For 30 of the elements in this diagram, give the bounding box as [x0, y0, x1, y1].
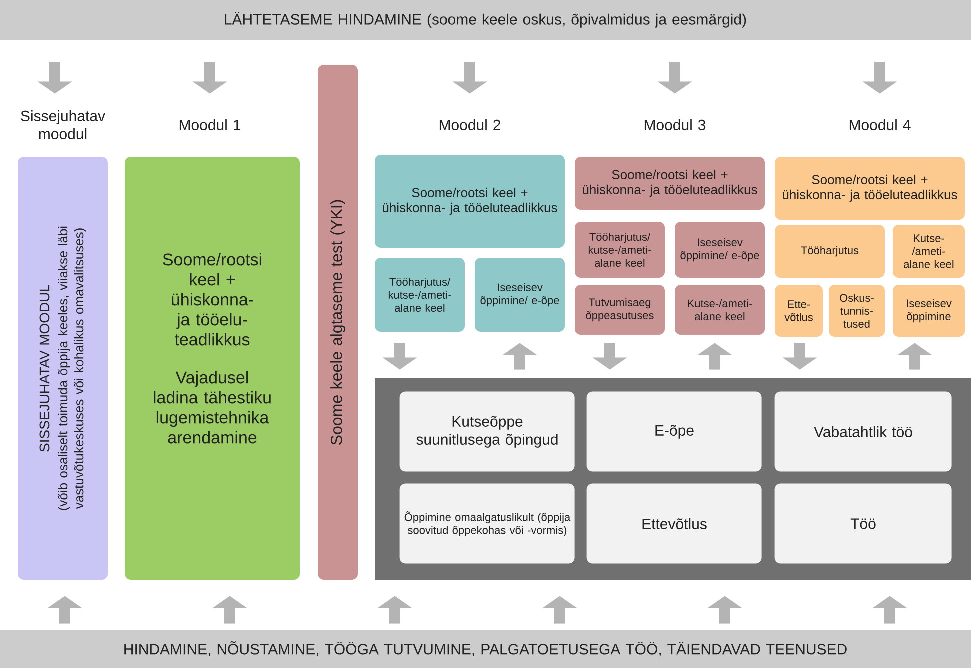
module-box: Soome/rootsi keel + ühiskonna- ja tööeluteadlikkus: [375, 155, 565, 248]
module-box: Soome/rootsi keel + ühiskonna- ja tööelu- teadlikkus Vajadusel ladina tähestiku lugemistehnika arendamine: [125, 157, 300, 580]
activity-box: E-õpe: [586, 392, 762, 472]
topic-box: Ette- võtlus: [775, 285, 823, 337]
topic-box: Tööharjutus/ kutse-/ameti- alane keel: [575, 222, 665, 278]
module-heading: Moodul 1: [180, 120, 241, 130]
module-heading: Sissejuhatav moodul: [21, 110, 106, 140]
module-heading: Moodul 3: [644, 120, 706, 130]
activity-box: Õppimine omaalgatuslikult (õppija soovitud õppekohas või -vormis): [400, 484, 575, 564]
module-heading: Moodul 4: [850, 120, 911, 130]
module-box: Soome/rootsi keel + ühiskonna- ja tööeluteadlikkus: [775, 157, 965, 220]
module-heading: Moodul 2: [440, 120, 500, 130]
topic-box: Oskus- tunnis- tused: [829, 285, 885, 337]
activity-box: Ettevõtlus: [586, 484, 762, 564]
topic-box: Iseseisev õppimine/ e-õpe: [675, 222, 765, 278]
topic-box: Tööharjutus: [775, 225, 885, 278]
topic-box: Kutse- /ameti- alane keel: [893, 225, 965, 278]
banner-bar: LÄHTETASEME HINDAMINE (soome keele oskus, õpivalmidus ja eesmärgid): [0, 0, 971, 40]
activity-box: Vabatahtlik töö: [774, 392, 952, 472]
activity-box: Kutseõppe suunitlusega õpingud: [400, 392, 575, 472]
topic-box: Iseseisev õppimine: [893, 285, 965, 337]
topic-box: Tutvumisaeg õppeasutuses: [575, 285, 665, 335]
test-bar: Soome keele algtaseme test (YKI): [318, 65, 358, 580]
topic-box: Kutse-/ameti- alane keel: [675, 285, 765, 335]
banner-bar: HINDAMINE, NÕUSTAMINE, TÖÖGA TUTVUMINE, PALGATOETUSEGA TÖÖ, TÄIENDAVAD TEENUSED: [0, 630, 971, 668]
activity-box: Töö: [774, 484, 952, 564]
module-box: SISSEJUHATAV MOODUL (võib osaliselt toimuda õppija keeles, viiakse läbi vastuvõtukeskuses või kohalikus omavalitsuses): [18, 157, 108, 580]
module-box: Soome/rootsi keel + ühiskonna- ja tööeluteadlikkus: [575, 157, 765, 210]
topic-box: Tööharjutus/ kutse-/ameti- alane keel: [375, 258, 465, 332]
topic-box: Iseseisev õppimine/ e-õpe: [475, 258, 565, 332]
